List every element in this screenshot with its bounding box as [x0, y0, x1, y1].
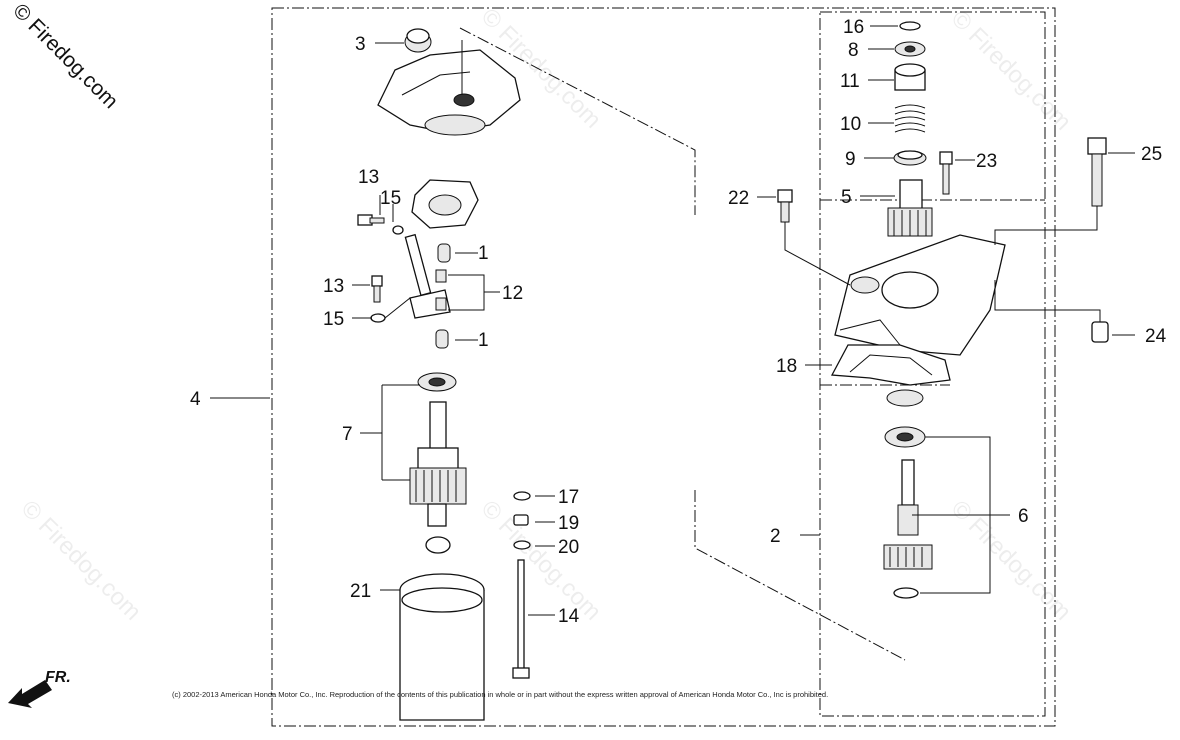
callout-10: 10	[840, 114, 861, 135]
watermark-faint: © Firedog.com	[16, 495, 147, 626]
callout-7: 7	[342, 424, 353, 445]
watermark-faint: © Firedog.com	[476, 495, 607, 626]
watermark-faint: © Firedog.com	[946, 5, 1077, 136]
callout-22: 22	[728, 188, 749, 209]
callout-3: 3	[355, 34, 366, 55]
part-yoke	[399, 573, 485, 721]
callout-21: 21	[350, 581, 371, 602]
callout-13-upper: 13	[358, 167, 379, 188]
part-circlip	[899, 21, 921, 31]
part-pinion-spring	[894, 104, 926, 133]
callout-4: 4	[190, 389, 201, 410]
callout-8: 8	[848, 40, 859, 61]
callout-16: 16	[843, 17, 864, 38]
part-stop-collar	[894, 63, 926, 91]
part-collar	[894, 41, 926, 57]
part-rear-cover	[377, 40, 521, 136]
part-bearing	[884, 426, 926, 448]
part-washer-20	[513, 540, 531, 550]
part-pinion-gear	[887, 179, 933, 237]
part-brush-spring-upper	[437, 243, 451, 263]
part-drive-shaft	[883, 459, 933, 570]
part-screw-upper	[357, 214, 385, 226]
front-direction-indicator: FR.	[8, 669, 71, 708]
callout-5: 5	[841, 187, 852, 208]
callout-12: 12	[502, 283, 523, 304]
assembly-divider	[820, 199, 1045, 386]
callout-9: 9	[845, 149, 856, 170]
callout-18: 18	[776, 356, 797, 377]
leader-lines	[210, 25, 1135, 616]
assembly-outline-2	[819, 11, 1046, 717]
callout-6: 6	[1018, 506, 1029, 527]
part-washer-lower	[370, 313, 386, 323]
front-label: FR.	[45, 669, 71, 686]
part-front-bracket	[834, 234, 1006, 356]
part-shim-19	[513, 514, 529, 526]
callout-24: 24	[1145, 326, 1167, 347]
copyright-notice: (c) 2002-2013 American Honda Motor Co., …	[172, 690, 828, 699]
callout-15-lower: 15	[323, 309, 344, 330]
part-armature	[409, 372, 467, 527]
bracket-line-lower	[694, 490, 906, 661]
callout-15-upper: 15	[380, 188, 401, 209]
part-oil-seal	[886, 389, 924, 407]
callout-23: 23	[976, 151, 997, 172]
part-ring	[893, 150, 927, 166]
part-bolt-22	[777, 189, 793, 223]
callout-13-lower: 13	[323, 276, 344, 297]
part-shaft-washer	[893, 587, 919, 599]
callout-1-lower: 1	[478, 330, 489, 351]
part-brush-holder	[404, 179, 479, 319]
part-gasket	[830, 344, 951, 386]
part-washer-17	[513, 491, 531, 501]
callout-11: 11	[840, 71, 860, 92]
part-brush-spring-lower	[435, 329, 449, 349]
part-washer-upper	[392, 225, 404, 235]
part-grommet	[404, 28, 432, 53]
front-arrow-icon	[8, 680, 52, 708]
callout-1-upper: 1	[478, 243, 489, 264]
callout-17: 17	[558, 487, 579, 508]
part-screw-lower	[371, 275, 383, 303]
callout-25: 25	[1141, 144, 1162, 165]
part-bolt-25	[1087, 137, 1107, 207]
watermark: © Firedog.com	[8, 0, 122, 113]
callouts: 3 4 7 13 15 1 1 12 13 15 17 19 20 14 21 …	[190, 17, 1167, 627]
callout-19: 19	[558, 513, 579, 534]
part-bearing-bushing	[425, 536, 451, 554]
callout-14: 14	[558, 606, 580, 627]
assembly-outline-4	[271, 7, 1056, 727]
part-dowel-pin	[1091, 321, 1109, 343]
callout-20: 20	[558, 537, 579, 558]
bracket-line-upper	[459, 27, 696, 215]
part-bolt-23	[939, 151, 953, 195]
part-through-bolt	[512, 559, 530, 679]
callout-2: 2	[770, 526, 781, 547]
